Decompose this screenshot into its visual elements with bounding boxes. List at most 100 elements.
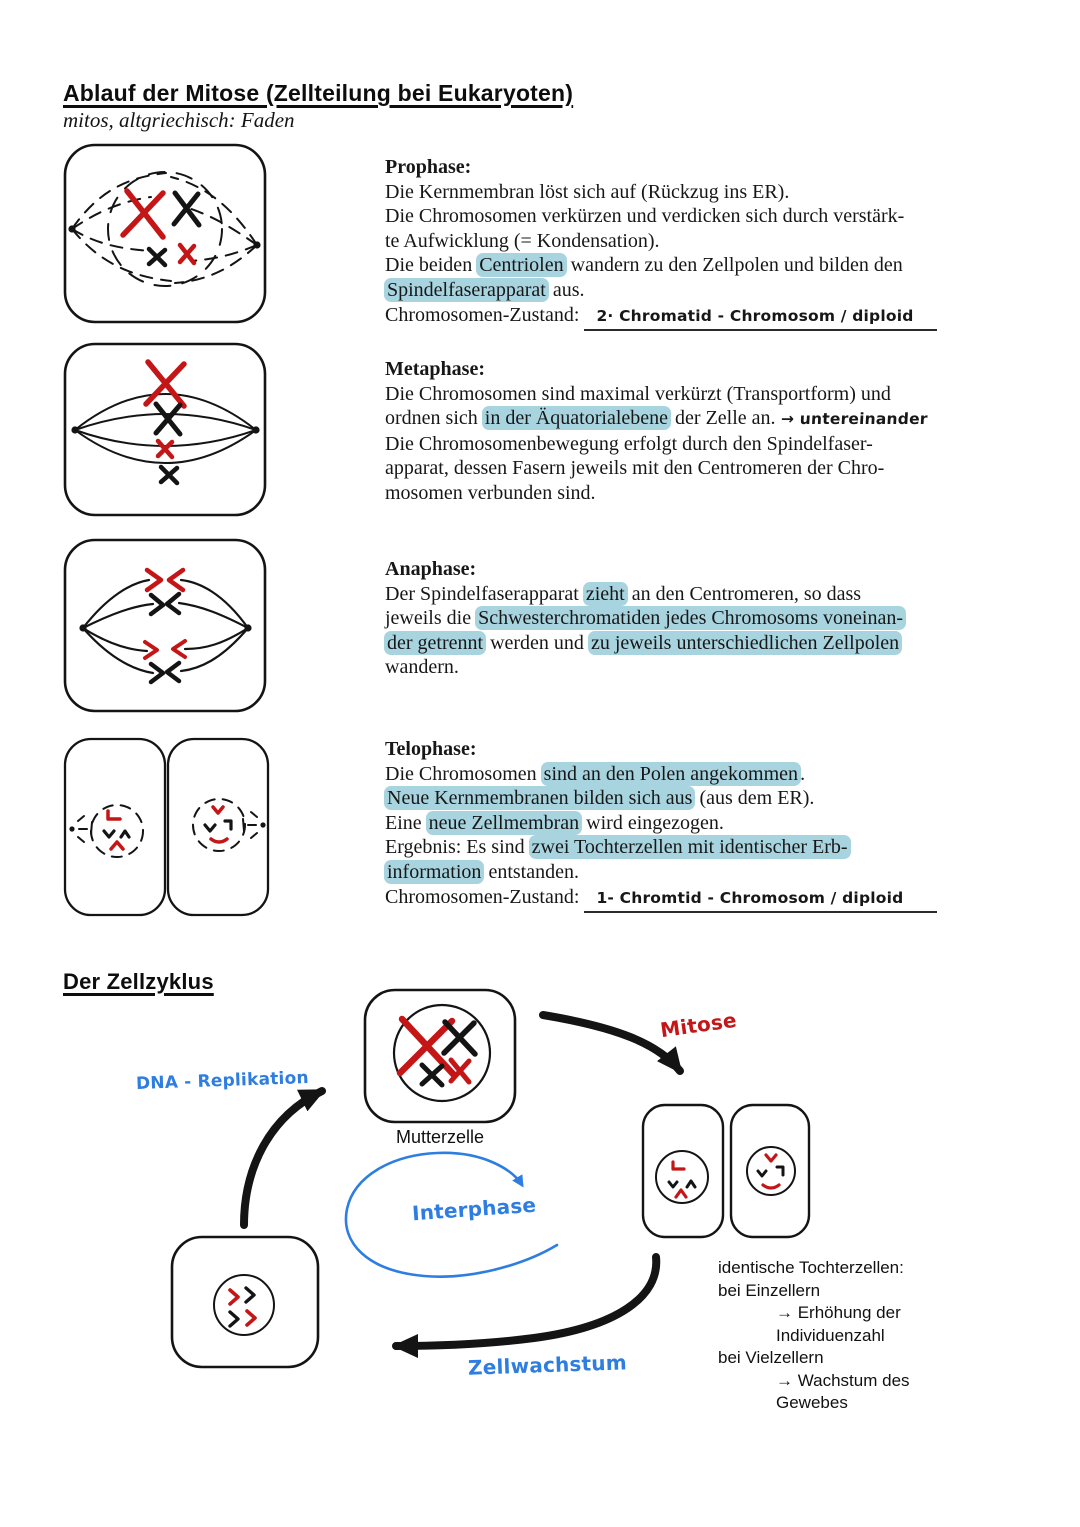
text-line: jeweils die Schwesterchromatiden jedes C… xyxy=(385,606,995,631)
prophase-cell-diagram xyxy=(63,143,268,325)
text-segment: wird eingezogen. xyxy=(581,811,724,834)
interphase-loop xyxy=(344,1151,559,1278)
text-segment: Die Chromosomenbewegung erfolgt durch de… xyxy=(385,432,873,455)
text-line: Die Chromosomenbewegung erfolgt durch de… xyxy=(385,432,995,457)
text-line: Gewebes xyxy=(718,1392,978,1415)
text-line: Neue Kernmembranen bilden sich aus (aus … xyxy=(384,786,995,811)
telophase-cells-svg xyxy=(63,737,270,917)
text-line: Die beiden Centriolen wandern zu den Zel… xyxy=(385,253,995,278)
text-segment: zieht xyxy=(582,581,628,606)
text-line: Individuenzahl xyxy=(718,1325,978,1348)
text-line: → Wachstum des xyxy=(718,1370,978,1393)
cell-cycle-svg xyxy=(170,988,811,1369)
mother-cell xyxy=(363,988,517,1124)
metaphase-body: Die Chromosomen sind maximal verkürzt (T… xyxy=(385,382,995,506)
chromatid-black xyxy=(164,591,182,616)
chromatid-black xyxy=(148,592,166,617)
text-segment: Die Chromosomen verkürzen und verdicken … xyxy=(385,205,905,228)
text-line: te Aufwicklung (= Kondensation). xyxy=(385,229,995,254)
text-line: Ergebnis: Es sind zwei Tochterzellen mit… xyxy=(385,835,995,860)
text-segment: Ergebnis: Es sind xyxy=(385,836,530,859)
chromosome-red-small xyxy=(448,1057,472,1085)
text-segment: Die beiden xyxy=(385,254,478,277)
text-segment: Individuenzahl xyxy=(776,1325,885,1345)
text-segment: (aus dem ER). xyxy=(694,787,815,810)
text-line: mosomen verbunden sind. xyxy=(385,481,995,506)
anaphase-text: Anaphase: Der Spindelfaserapparat zieht … xyxy=(384,557,995,680)
text-segment: 1- Chromtid - Chromosom / diploid xyxy=(584,886,938,914)
metaphase-cell-svg xyxy=(63,342,267,517)
tochterzellen-note: identische Tochterzellen: bei Einzellern →… xyxy=(718,1257,978,1415)
prophase-cell-svg xyxy=(63,143,267,324)
daughter-cell-left xyxy=(63,737,167,917)
text-segment: → Erhöhung der xyxy=(776,1303,901,1322)
telophase-heading: Telophase: xyxy=(385,738,477,760)
zellwachstum-arrow xyxy=(392,1253,661,1358)
dissolving-nuclear-membrane xyxy=(107,171,223,287)
chromosome-red-large xyxy=(396,1015,458,1079)
text-segment: Eine xyxy=(385,811,427,834)
text-segment: der getrennt xyxy=(384,630,487,655)
text-line: bei Vielzellern xyxy=(718,1347,978,1370)
telophase-text: Telophase: Die Chromosomen sind an den P… xyxy=(384,737,995,914)
nucleus xyxy=(392,1003,492,1103)
dna-replikation-arrow xyxy=(240,1087,326,1229)
text-line: Der Spindelfaserapparat zieht an den Cen… xyxy=(385,581,995,607)
chromosomes-equatorial xyxy=(143,359,187,486)
chromosome-red-large xyxy=(120,188,166,240)
text-line: Chromosomen-Zustand: 1- Chromtid - Chrom… xyxy=(385,885,995,914)
text-line: information entstanden. xyxy=(384,859,995,885)
daughter-cell-left xyxy=(641,1103,725,1239)
metaphase-cell-diagram xyxy=(63,342,268,517)
nucleus xyxy=(213,1274,275,1336)
cycle-heading: Der Zellzyklus xyxy=(63,969,214,994)
chromosome-red-small xyxy=(177,242,197,266)
prophase-heading: Prophase: xyxy=(385,156,472,178)
text-line: Spindelfaserapparat aus. xyxy=(384,277,995,303)
text-line: Eine neue Zellmembran wird eingezogen. xyxy=(385,810,995,836)
new-nuclear-membrane-left xyxy=(90,804,144,858)
spindle-fibers xyxy=(81,578,250,675)
chromatid-red xyxy=(143,640,159,660)
metaphase-text: Metaphase: Die Chromosomen sind maximal … xyxy=(385,357,995,506)
chromosomes-left-nucleus xyxy=(102,809,131,851)
text-segment: bei Einzellern xyxy=(718,1280,821,1300)
chromosomes-right-nucleus xyxy=(203,805,233,844)
telophase-cell-diagram xyxy=(63,737,273,917)
text-line: Die Kernmembran löst sich auf (Rückzug i… xyxy=(385,180,995,205)
cell-membrane xyxy=(63,143,267,324)
text-segment: jeweils die xyxy=(385,607,477,630)
anaphase-body: Der Spindelfaserapparat zieht an den Cen… xyxy=(384,581,995,680)
text-line: identische Tochterzellen: xyxy=(718,1257,978,1280)
text-line: wandern. xyxy=(385,655,995,680)
chromosomes-right xyxy=(756,1153,785,1190)
separating-chromatids xyxy=(143,567,187,685)
interphase-cell xyxy=(170,1235,320,1369)
text-segment: Die Kernmembran löst sich auf (Rückzug i… xyxy=(385,180,790,203)
anaphase-cell-svg xyxy=(63,538,267,713)
text-segment: information xyxy=(384,859,485,884)
text-line: apparat, dessen Fasern jeweils mit den C… xyxy=(385,456,995,481)
nucleus-left xyxy=(655,1150,709,1204)
cell-cycle-diagram: DNA - Replikation Mitose Mutterzelle Int… xyxy=(60,985,1020,1450)
text-segment: Chromosomen-Zustand: xyxy=(385,303,585,326)
text-segment: entstanden. xyxy=(483,860,579,883)
daughter-cell-right xyxy=(166,737,270,917)
text-line: → Erhöhung der xyxy=(718,1302,978,1325)
anaphase-heading: Anaphase: xyxy=(385,558,477,580)
chromatid-black xyxy=(164,660,182,684)
prophase-body: Die Kernmembran löst sich auf (Rückzug i… xyxy=(384,180,995,332)
daughter-cells xyxy=(641,1103,811,1239)
text-segment: neue Zellmembran xyxy=(425,810,583,835)
text-segment: Der Spindelfaserapparat xyxy=(385,582,584,605)
daughter-cell-right xyxy=(729,1103,811,1239)
text-segment: Neue Kernmembranen bilden sich aus xyxy=(384,786,696,811)
text-line: Die Chromosomen verkürzen und verdicken … xyxy=(385,204,995,229)
chromosomes-left xyxy=(667,1160,697,1199)
chromosome-black-small xyxy=(419,1062,445,1088)
chromosome-black-large xyxy=(441,1019,478,1057)
chromosomes xyxy=(120,188,202,268)
text-segment: identische Tochterzellen: xyxy=(718,1258,904,1277)
text-line: der getrennt werden und zu jeweils unter… xyxy=(384,630,995,656)
